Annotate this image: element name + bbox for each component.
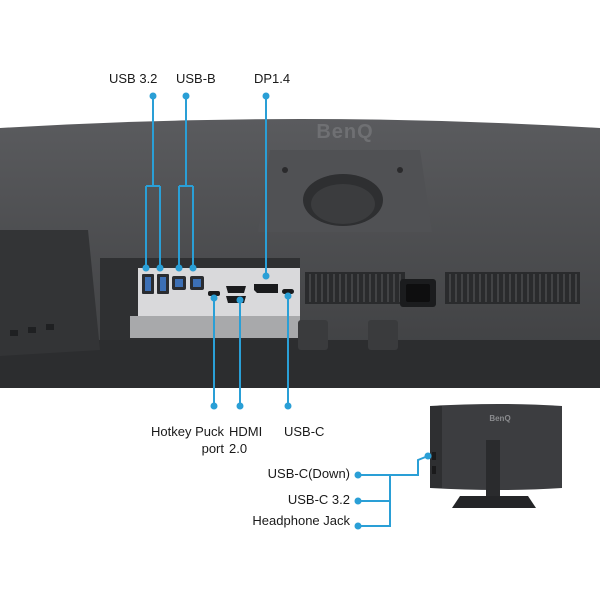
usbc-port [282,289,294,294]
callout-dot [210,402,218,410]
callout-dot [262,92,270,100]
side-button [10,330,18,336]
callout-dot [354,497,362,505]
brand-logo: BenQ [316,121,373,143]
side-view-stand-neck [486,440,500,496]
side-view-logo: BenQ [489,414,510,423]
callout-lines-top [145,96,267,274]
callout-dot [424,452,432,460]
usb32-port-tongue [160,277,166,291]
side-view-port [432,466,436,474]
cable-clip [368,320,398,350]
label-usbc32: USB-C 3.2 [287,492,350,507]
dp-port [254,284,278,293]
callout-lines-side [358,455,429,527]
power-socket-inner [406,284,430,302]
side-button [28,327,36,333]
label-hotkey-puck-line2: port [201,441,224,456]
label-usbc-down: USB-C(Down) [267,466,350,481]
hotkey-puck-port [208,291,220,296]
callout-dot [189,264,197,272]
monitor-side-view: BenQ [430,404,562,508]
callout-dot [182,92,190,100]
usbb-port-tongue [175,279,183,287]
label-usb32: USB 3.2 [109,71,158,86]
side-button [46,324,54,330]
callout-dot [142,264,150,272]
label-headphone-jack: Headphone Jack [252,513,350,528]
callout-dot [262,272,270,280]
callout-lines-bottom [213,296,289,406]
callout-dot [175,264,183,272]
label-hdmi-line2: 2.0 [229,441,248,456]
label-usbb: USB-B [176,71,216,86]
side-view-port [432,452,436,460]
mount-screw [282,167,288,173]
callout-dot [156,264,164,272]
label-hotkey-puck-line1: Hotkey Puck [151,424,224,439]
usb32-port-tongue [145,277,151,291]
label-hdmi-line1: HDMI [229,424,263,439]
callout-dot [354,471,362,479]
hdmi-port [226,286,246,293]
callout-dot [236,402,244,410]
stand-pivot-inner [311,184,375,224]
monitor-left-bevel [0,230,100,356]
callout-dot [149,92,157,100]
cable-clip [298,320,328,350]
callout-dot [210,294,218,302]
callout-dot [354,522,362,530]
callout-dot [284,292,292,300]
side-view-stand-base [452,496,536,508]
callout-dot [284,402,292,410]
label-dp: DP1.4 [254,71,291,86]
callout-dot [236,296,244,304]
label-usbc: USB-C [284,424,325,439]
usbb-port-tongue [193,279,201,287]
mount-screw [397,167,403,173]
